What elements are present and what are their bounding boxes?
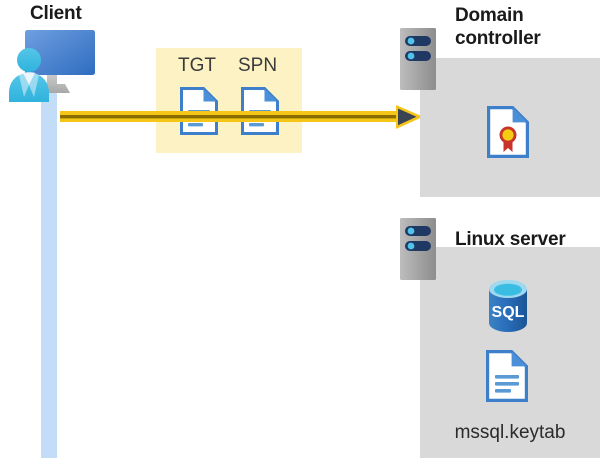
client-lifeline (41, 88, 57, 458)
linux-server-icon (400, 218, 436, 280)
user-computer-icon (6, 28, 98, 102)
spn-label: SPN (238, 55, 278, 76)
sql-database-icon: SQL (484, 280, 532, 332)
certificate-document-icon (487, 106, 529, 158)
keytab-filename-label: mssql.keytab (454, 422, 566, 443)
tgt-label: TGT (178, 55, 216, 76)
linux-server-title: Linux server (455, 229, 566, 250)
sql-icon-text: SQL (492, 304, 525, 321)
right-arrow-icon (60, 104, 425, 130)
client-title: Client (30, 3, 82, 24)
keytab-document-icon (486, 350, 528, 402)
domain-controller-title: Domain controller (455, 5, 541, 49)
domain-controller-server-icon (400, 28, 436, 90)
